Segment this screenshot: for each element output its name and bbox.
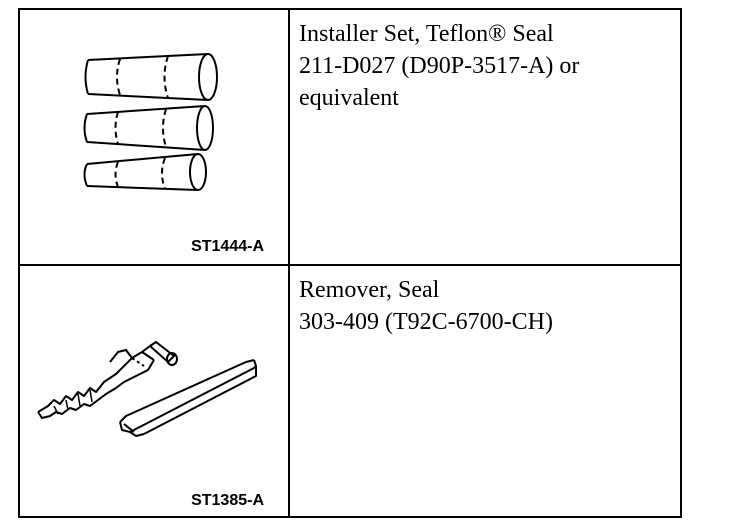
- tool-description-cell-2: Remover, Seal 303-409 (T92C-6700-CH): [290, 266, 682, 518]
- tool-name: Remover, Seal: [299, 277, 440, 303]
- tool-illustration-cell-1: ST1444-A: [20, 10, 288, 264]
- tool-illustration-cell-2: ST1385-A: [20, 266, 288, 518]
- row-divider: [20, 264, 680, 266]
- tool-part-number: 211-D027 (D90P-3517-A) or: [299, 53, 580, 79]
- tool-part-number: 303-409 (T92C-6700-CH): [299, 309, 553, 335]
- seal-remover-icon: [37, 341, 257, 437]
- figure-code: ST1385-A: [191, 492, 264, 509]
- column-divider: [288, 10, 290, 516]
- special-tools-table: ST1444-A Installer Set, Teflon® Seal 211…: [18, 8, 682, 518]
- tool-description-cell-1: Installer Set, Teflon® Seal 211-D027 (D9…: [290, 10, 682, 264]
- installer-set-icon: [83, 53, 218, 191]
- tool-name: Installer Set, Teflon® Seal: [299, 21, 554, 47]
- remover-hook: [37, 341, 178, 419]
- installer-sleeve-1: [84, 53, 218, 101]
- remover-bar: [119, 359, 257, 437]
- figure-code: ST1444-A: [191, 238, 264, 255]
- tool-note: equivalent: [299, 85, 399, 111]
- installer-sleeve-2: [83, 105, 214, 151]
- installer-sleeve-3: [83, 153, 207, 191]
